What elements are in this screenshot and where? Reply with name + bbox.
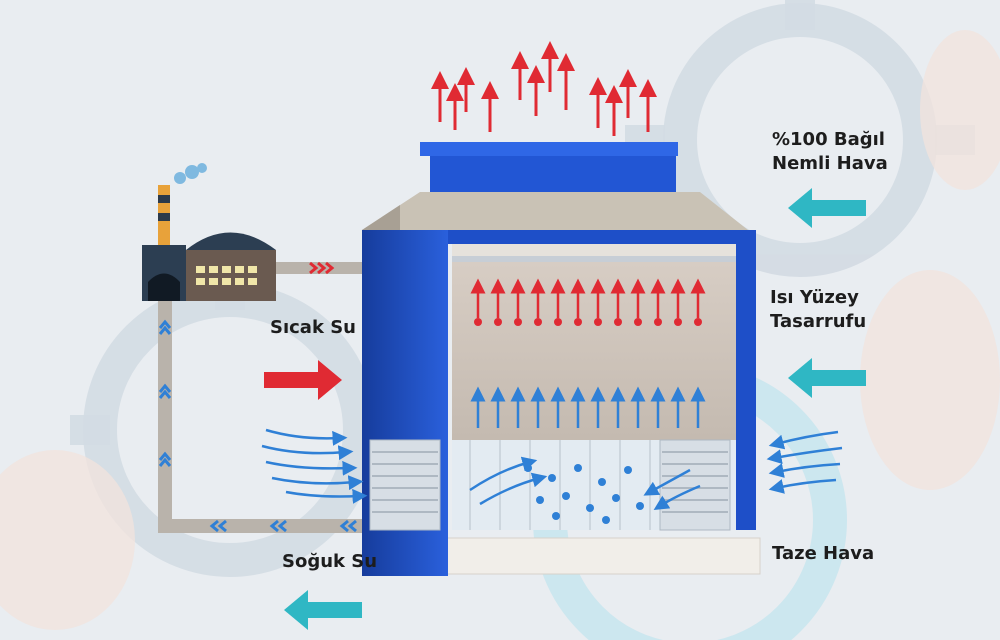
rising-air-arrows [470, 386, 706, 428]
label-hot-water: Sıcak Su [270, 317, 356, 338]
teal-arrow-surface [788, 358, 866, 398]
hot-water-inlet-arrow [264, 360, 342, 400]
label-humid-air-line-1: %100 Bağıl [772, 129, 885, 150]
hands-decoration [0, 30, 1000, 630]
inlet-air-arrows [261, 428, 701, 510]
label-cold-water: Soğuk Su [282, 551, 378, 572]
factory-icon [142, 163, 276, 301]
label-humid-air: %100 Bağıl Nemli Hava [772, 128, 888, 176]
label-humid-air-line-2: Nemli Hava [772, 153, 888, 174]
rising-heat-arrows [470, 278, 706, 318]
cold-pipe-chevrons [158, 319, 357, 533]
label-surface-saving-line-2: Tasarrufu [770, 311, 867, 332]
cooling-tower [362, 142, 761, 576]
hot-water-drops [474, 318, 702, 326]
label-fresh-air: Taze Hava [772, 543, 875, 564]
teal-arrow-humid [788, 188, 866, 228]
teal-arrow-cold-water [284, 590, 362, 630]
label-surface-saving: Isı Yüzey Tasarrufu [770, 286, 866, 334]
label-surface-saving-line-1: Isı Yüzey [770, 287, 859, 308]
fresh-air-arrows-right [766, 430, 843, 494]
exhaust-arrows [431, 41, 657, 136]
